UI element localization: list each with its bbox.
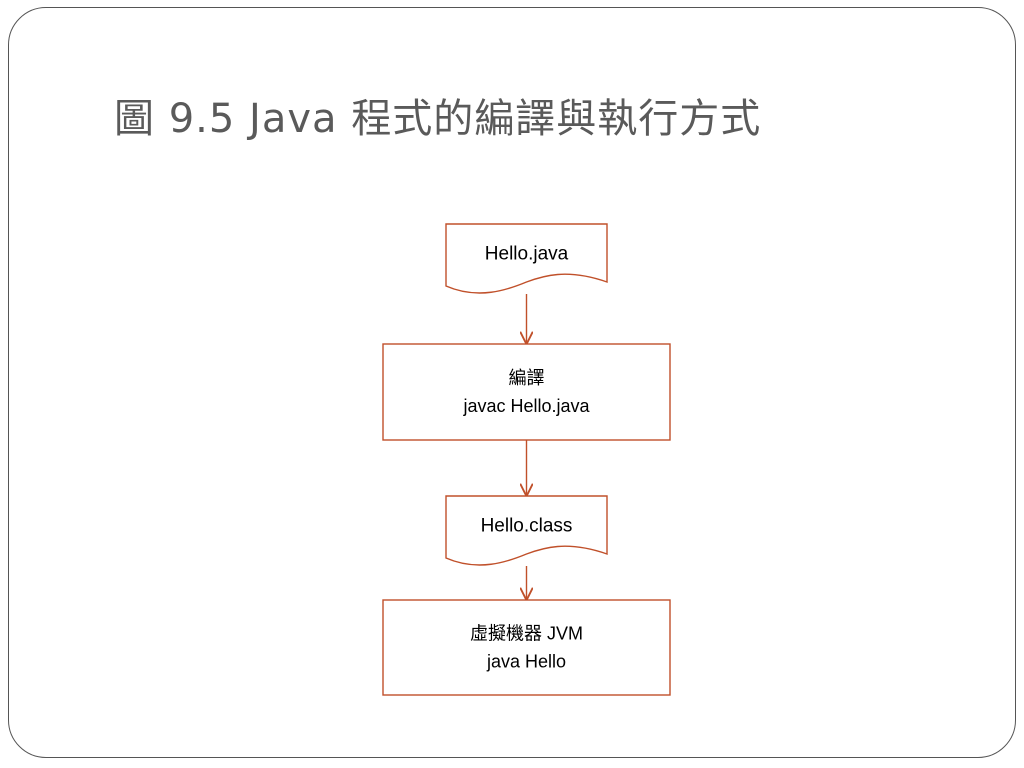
- source-file-shape: [445, 223, 608, 294]
- compile-step-label-2: javac Hello.java: [462, 396, 590, 416]
- source-file-node: Hello.java: [445, 223, 608, 294]
- jvm-step-shape: [382, 599, 671, 696]
- class-file-shape: [445, 495, 608, 566]
- slide-title: 圖 9.5 Java 程式的編譯與執行方式: [114, 96, 762, 142]
- compile-step-shape: [382, 343, 671, 441]
- compile-step-node: 編譯 javac Hello.java: [382, 343, 671, 441]
- source-file-label-1: Hello.java: [485, 244, 569, 265]
- class-file-label-1: Hello.class: [481, 516, 573, 537]
- jvm-step-label-1: 虛擬機器 JVM: [470, 624, 583, 644]
- class-file-node: Hello.class: [445, 495, 608, 566]
- compile-step-label-1: 編譯: [509, 368, 545, 388]
- jvm-step-label-2: java Hello: [486, 652, 566, 672]
- jvm-step-node: 虛擬機器 JVM java Hello: [382, 599, 671, 696]
